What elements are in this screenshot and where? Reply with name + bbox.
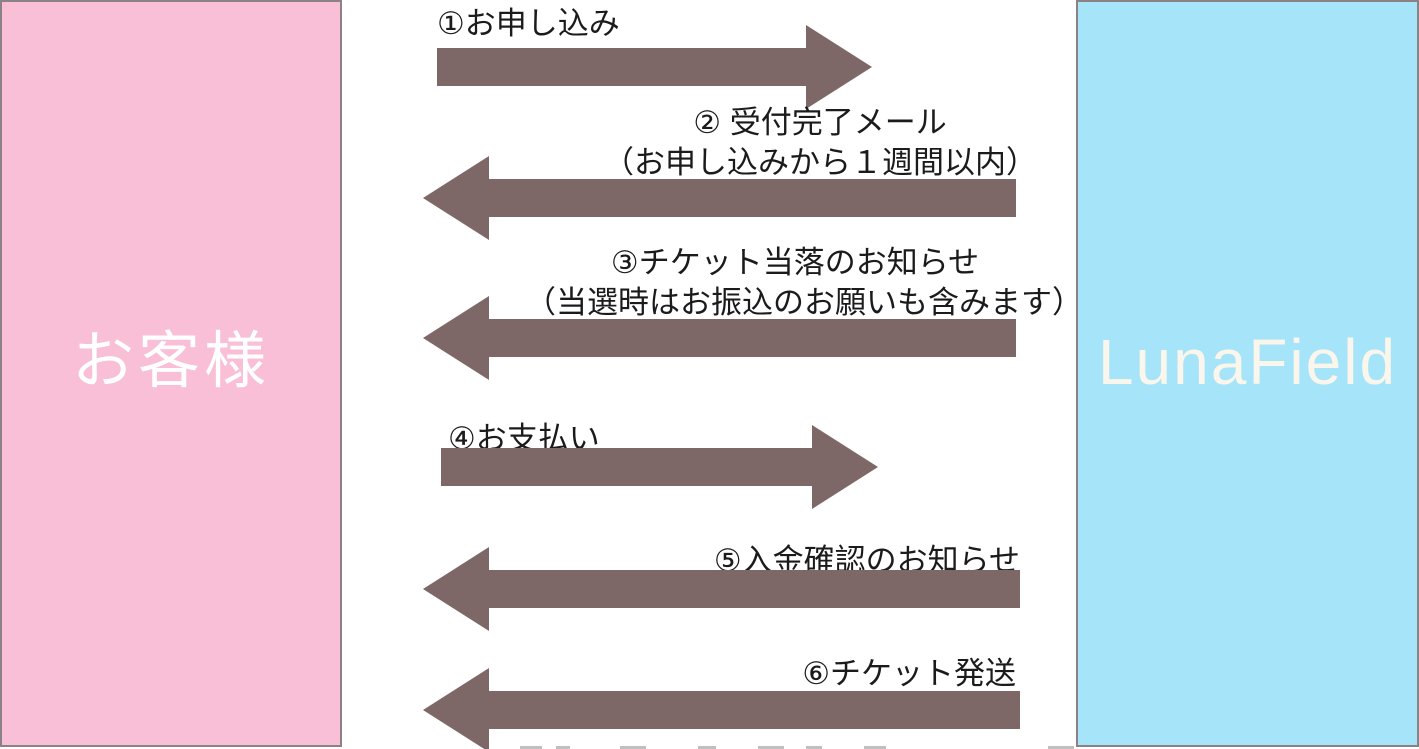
actor-company-label: LunaField	[1097, 325, 1398, 398]
arrow-left-icon	[423, 156, 489, 240]
step-4-arrow-right	[441, 425, 878, 509]
cropped-text-remnant	[698, 746, 716, 749]
arrow-left-icon	[423, 547, 489, 631]
actor-company-box: LunaField	[1076, 0, 1419, 747]
step-2-label-line2: （お申し込みから１週間以内）	[603, 145, 1037, 180]
cropped-text-remnant	[758, 746, 784, 749]
actor-customer-label: お客様	[71, 326, 270, 396]
arrow-right-icon	[812, 425, 878, 509]
step-2-arrow-left	[423, 156, 1016, 240]
step-1-label: ①お申し込み	[437, 6, 620, 41]
arrow-shaft	[489, 570, 1020, 608]
arrow-right-icon	[806, 25, 872, 109]
cropped-text-remnant	[1048, 746, 1074, 749]
step-3-arrow-left	[423, 296, 1016, 380]
arrow-shaft	[489, 319, 1016, 357]
cropped-text-remnant	[620, 746, 646, 749]
cropped-text-remnant	[556, 746, 570, 749]
arrow-left-icon	[423, 296, 489, 380]
step-5-arrow-left	[423, 547, 1020, 631]
step-3-label: ③チケット当落のお知らせ （当選時はお振込のお願いも含みます）	[525, 243, 1083, 323]
step-1-arrow-right	[437, 25, 872, 109]
arrow-shaft	[437, 48, 806, 86]
actor-customer-box: お客様	[0, 0, 342, 747]
step-3-label-line2: （当選時はお振込のお願いも含みます）	[525, 285, 1083, 320]
step-6-label: ⑥チケット発送	[802, 656, 1016, 691]
cropped-text-remnant	[864, 746, 886, 749]
arrow-shaft	[441, 448, 812, 486]
step-3-label-line1: ③チケット当落のお知らせ	[610, 245, 980, 280]
step-2-label: ② 受付完了メール （お申し込みから１週間以内）	[570, 103, 1070, 183]
arrow-shaft	[489, 691, 1020, 729]
cropped-text-remnant	[806, 746, 822, 749]
cropped-text-remnant	[520, 746, 542, 749]
arrow-shaft	[489, 179, 1016, 217]
arrow-left-icon	[423, 668, 489, 749]
step-2-label-line1: ② 受付完了メール	[693, 105, 947, 140]
step-6-arrow-left	[423, 668, 1020, 749]
